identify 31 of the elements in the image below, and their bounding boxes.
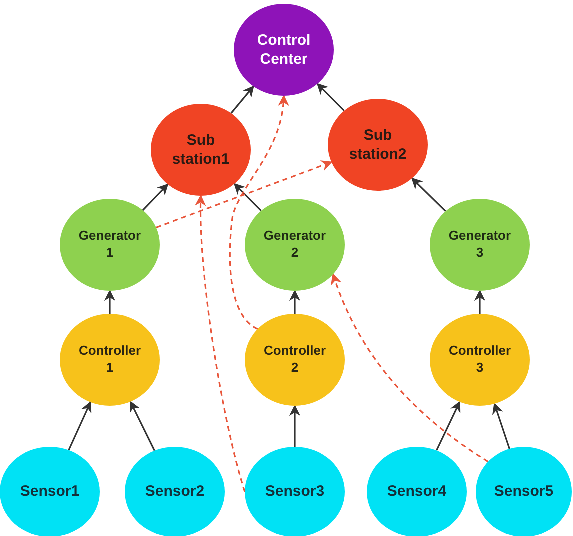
node-label: Sensor1 xyxy=(20,482,80,502)
arrow xyxy=(492,402,510,450)
dashed-arrow xyxy=(331,274,489,463)
arrow xyxy=(68,401,92,451)
node-label: Sensor5 xyxy=(494,482,554,502)
node-label: Controller 2 xyxy=(262,343,328,377)
node-label: Sensor3 xyxy=(265,482,325,502)
dashed-arrow xyxy=(229,94,289,330)
node-label: Sub station1 xyxy=(171,130,231,170)
node-label: Generator 1 xyxy=(78,228,142,262)
dashed-arrow xyxy=(195,194,246,492)
arrow xyxy=(130,400,156,452)
node-label: Controller 1 xyxy=(78,343,142,377)
arrow xyxy=(104,290,116,314)
node-label: Sub station2 xyxy=(348,126,408,164)
arrow xyxy=(411,178,446,212)
arrow xyxy=(289,290,301,314)
arrow xyxy=(474,290,486,314)
node-label: Generator 3 xyxy=(448,228,512,262)
arrow xyxy=(142,184,169,212)
node-label: Sensor4 xyxy=(387,482,447,502)
node-label: Sensor2 xyxy=(145,482,205,502)
arrow xyxy=(316,83,345,112)
node-label: Control Center xyxy=(256,30,312,70)
node-label: Generator 2 xyxy=(262,228,328,262)
arrow xyxy=(230,86,254,114)
node-label: Controller 3 xyxy=(448,343,512,377)
dashed-arrow xyxy=(156,160,333,228)
arrow xyxy=(234,183,262,212)
arrow xyxy=(436,401,461,451)
arrow xyxy=(289,404,301,447)
